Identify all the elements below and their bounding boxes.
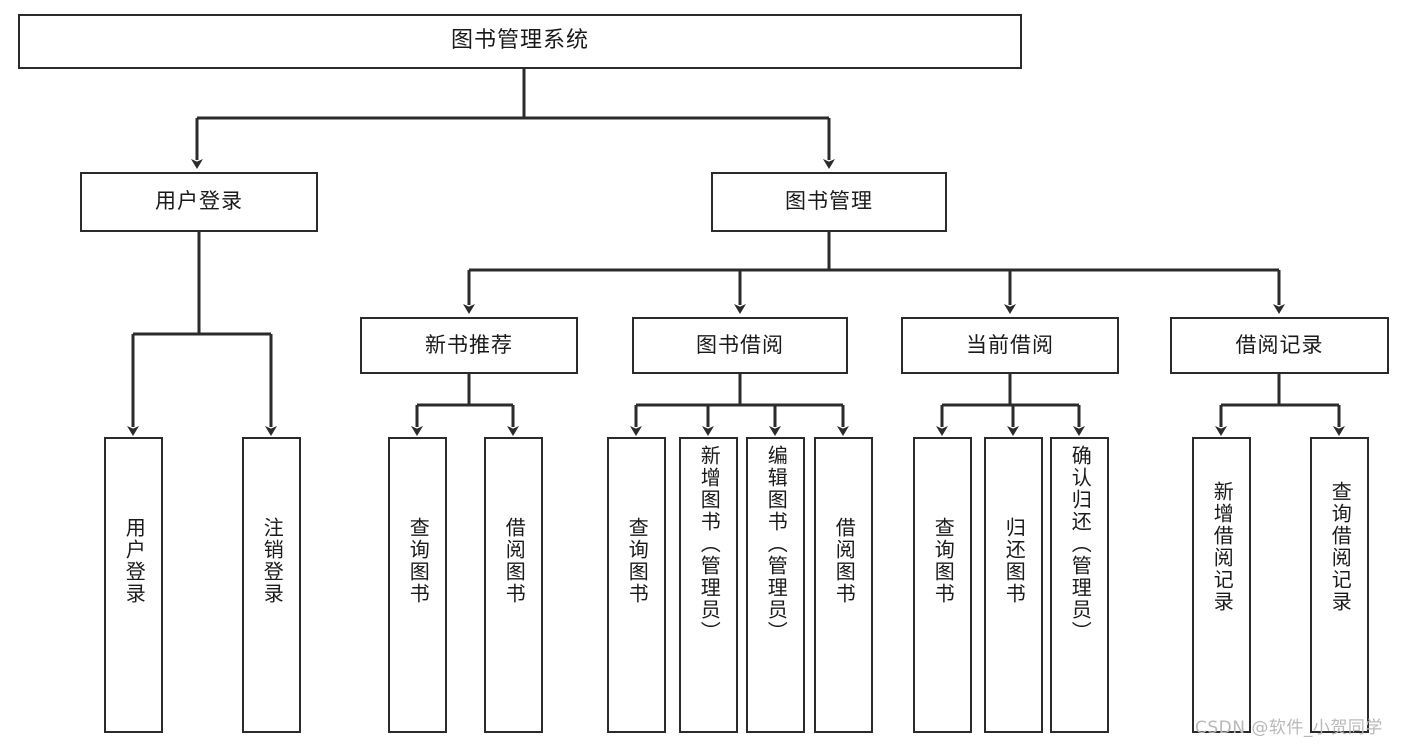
leaf-query-book-recommend[interactable]: 查询图书 xyxy=(388,437,447,733)
leaf-borrow-book-label: 借阅图书 xyxy=(832,517,857,605)
node-book-management[interactable]: 图书管理 xyxy=(711,172,947,232)
node-new-book-recommend-label: 新书推荐 xyxy=(425,332,513,357)
node-current-borrow-label: 当前借阅 xyxy=(966,332,1054,357)
leaf-borrow-book[interactable]: 借阅图书 xyxy=(814,437,873,733)
leaf-add-borrow-record-label: 新增借阅记录 xyxy=(1210,481,1235,613)
leaf-query-book-current-label: 查询图书 xyxy=(931,517,956,605)
node-borrow-record-label: 借阅记录 xyxy=(1235,332,1324,357)
node-book-management-label: 图书管理 xyxy=(785,189,873,214)
leaf-user-logout-label: 注销登录 xyxy=(260,517,285,605)
leaf-add-book-admin[interactable]: 新增图书（管理员） xyxy=(679,437,738,733)
node-new-book-recommend[interactable]: 新书推荐 xyxy=(360,317,578,374)
leaf-return-book[interactable]: 归还图书 xyxy=(984,437,1043,733)
node-root[interactable]: 图书管理系统 xyxy=(18,14,1022,69)
csdn-watermark: CSDN @软件_小贺同学 xyxy=(1195,718,1383,738)
leaf-user-logout[interactable]: 注销登录 xyxy=(242,437,301,733)
leaf-return-book-label: 归还图书 xyxy=(1002,517,1027,605)
leaf-query-borrow-record-label: 查询借阅记录 xyxy=(1328,481,1353,613)
leaf-edit-book-admin-label: 编辑图书（管理员） xyxy=(764,445,789,643)
node-borrow-record[interactable]: 借阅记录 xyxy=(1170,317,1389,374)
node-root-label: 图书管理系统 xyxy=(450,28,589,54)
leaf-borrow-book-recommend-label: 借阅图书 xyxy=(502,517,527,605)
leaf-borrow-book-recommend[interactable]: 借阅图书 xyxy=(484,437,543,733)
leaf-add-book-admin-label: 新增图书（管理员） xyxy=(697,445,722,643)
leaf-confirm-return-admin-label: 确认归还（管理员） xyxy=(1068,445,1093,643)
leaf-query-book-current[interactable]: 查询图书 xyxy=(913,437,972,733)
node-book-borrow-label: 图书借阅 xyxy=(696,332,784,357)
node-book-borrow[interactable]: 图书借阅 xyxy=(632,317,848,374)
leaf-query-book-recommend-label: 查询图书 xyxy=(406,517,431,605)
leaf-query-book-borrow[interactable]: 查询图书 xyxy=(607,437,666,733)
leaf-edit-book-admin[interactable]: 编辑图书（管理员） xyxy=(746,437,805,733)
leaf-query-book-borrow-label: 查询图书 xyxy=(625,517,650,605)
node-current-borrow[interactable]: 当前借阅 xyxy=(901,317,1119,374)
leaf-user-login[interactable]: 用户登录 xyxy=(104,437,163,733)
node-user-login-label: 用户登录 xyxy=(155,189,243,214)
leaf-user-login-label: 用户登录 xyxy=(122,517,147,605)
leaf-confirm-return-admin[interactable]: 确认归还（管理员） xyxy=(1050,437,1109,733)
node-user-login[interactable]: 用户登录 xyxy=(80,172,318,232)
leaf-query-borrow-record[interactable]: 查询借阅记录 xyxy=(1310,437,1369,733)
leaf-add-borrow-record[interactable]: 新增借阅记录 xyxy=(1192,437,1251,733)
